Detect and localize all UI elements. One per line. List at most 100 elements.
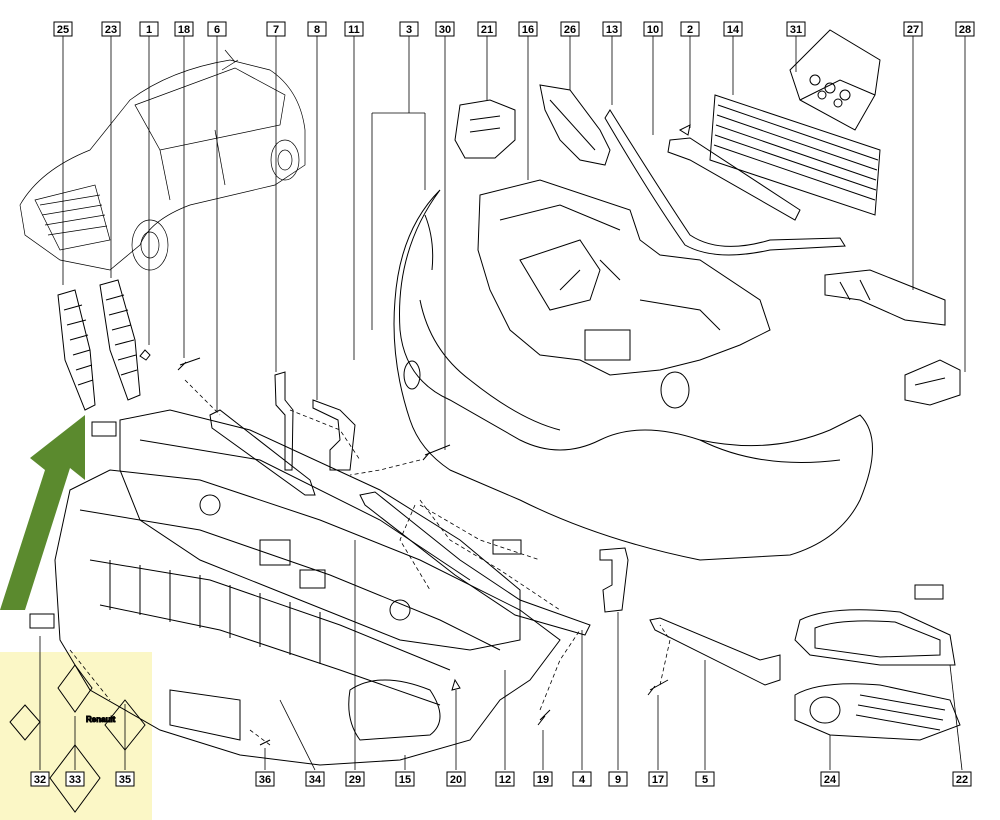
part-label: 22 [952,771,972,787]
part-label-box [695,771,715,787]
part-number: 14 [727,24,740,36]
part-label-box [723,21,743,37]
part-number: 7 [273,24,279,36]
part-number: 30 [439,24,451,36]
part-number: 12 [499,774,511,786]
part-label-box [643,21,663,37]
part-number: 2 [687,24,693,36]
part-label: 10 [643,21,663,37]
part-number: 16 [522,24,534,36]
renault-diamond-icon [49,744,101,813]
part-number: 19 [537,774,549,786]
part-label-box [395,771,415,787]
part-5-strip [649,617,781,686]
bumper-cover-part [393,189,873,561]
part-label-box [307,21,327,37]
part-number: 25 [57,24,69,36]
part-28-bracket [904,359,961,406]
part-number: 3 [406,24,412,36]
part-label: 21 [477,21,497,37]
part-label: 4 [572,771,592,787]
part-label: 13 [602,21,622,37]
dashed-guides [69,379,671,746]
clip-label-a [91,421,117,437]
part-number: 34 [309,774,322,786]
part-label: 27 [903,21,923,37]
part-label-box [101,21,121,37]
part-number: 32 [34,774,46,786]
part-label-box [477,21,497,37]
part-label: 15 [395,771,415,787]
part-21-bracket [454,99,516,159]
part-number: 22 [956,774,968,786]
part-label: 12 [495,771,515,787]
part-label: 24 [820,771,840,787]
part-6-strip [209,409,316,496]
part-label-box [602,21,622,37]
part-label: 5 [695,771,715,787]
part-number: 23 [105,24,117,36]
part-number: 4 [579,774,586,786]
part-label: 20 [446,771,466,787]
part-label: 32 [30,771,50,787]
part-label: 2 [680,21,700,37]
part-31-kit-box [789,29,881,131]
part-label-box [255,771,275,787]
part-label: 6 [207,21,227,37]
part-27-bracket [824,269,946,326]
part-labels: 25 23 1 18 6 7 8 11 3 30 21 16 26 13 10 2 14 31 27 28 32 33 35… [30,21,975,787]
part-number: 33 [69,774,81,786]
part-label-box [399,21,419,37]
part-label: 11 [344,21,364,37]
renault-diamond-icon [104,699,146,751]
part-number: 20 [450,774,462,786]
part-label: 30 [435,21,455,37]
renault-logo-group: Renault [9,664,146,813]
part-23-insert [99,279,141,401]
part-number: 28 [959,24,971,36]
clip-label-c [492,539,522,555]
part-label-box [174,21,194,37]
part-label: 14 [723,21,743,37]
part-label-box [139,21,159,37]
part-label: 36 [255,771,275,787]
part-number: 18 [178,24,190,36]
part-label-box [53,21,73,37]
part-label: 31 [786,21,806,37]
part-label: 8 [307,21,327,37]
part-number: 10 [647,24,659,36]
part-9-bracket [599,547,629,613]
part-label: 25 [53,21,73,37]
part-label: 26 [560,21,580,37]
part-number: 11 [348,24,360,36]
clip-label-b [29,613,55,629]
part-label: 18 [174,21,194,37]
part-number: 24 [824,774,837,786]
part-label: 35 [115,771,135,787]
part-label: 3 [399,21,419,37]
part-label: 1 [139,21,159,37]
part-number: 9 [615,774,621,786]
part-label-box [345,771,365,787]
part-label: 17 [648,771,668,787]
part-label-box [820,771,840,787]
part-number: 5 [702,774,708,786]
part-label-box [344,21,364,37]
part-label-box [572,771,592,787]
carrier-part [119,409,521,651]
part-label: 34 [305,771,325,787]
part-13-strip [604,109,846,256]
part-26-bracket [539,84,611,166]
part-label-box [207,21,227,37]
part-label-box [608,771,628,787]
part-label-box [533,771,553,787]
part-label-box [266,21,286,37]
direction-arrow [0,415,85,610]
part-label-box [435,21,455,37]
part-number: 31 [790,24,802,36]
part-22-bezel [794,609,956,666]
part-24-bezel [794,683,961,741]
part-label-box [952,771,972,787]
